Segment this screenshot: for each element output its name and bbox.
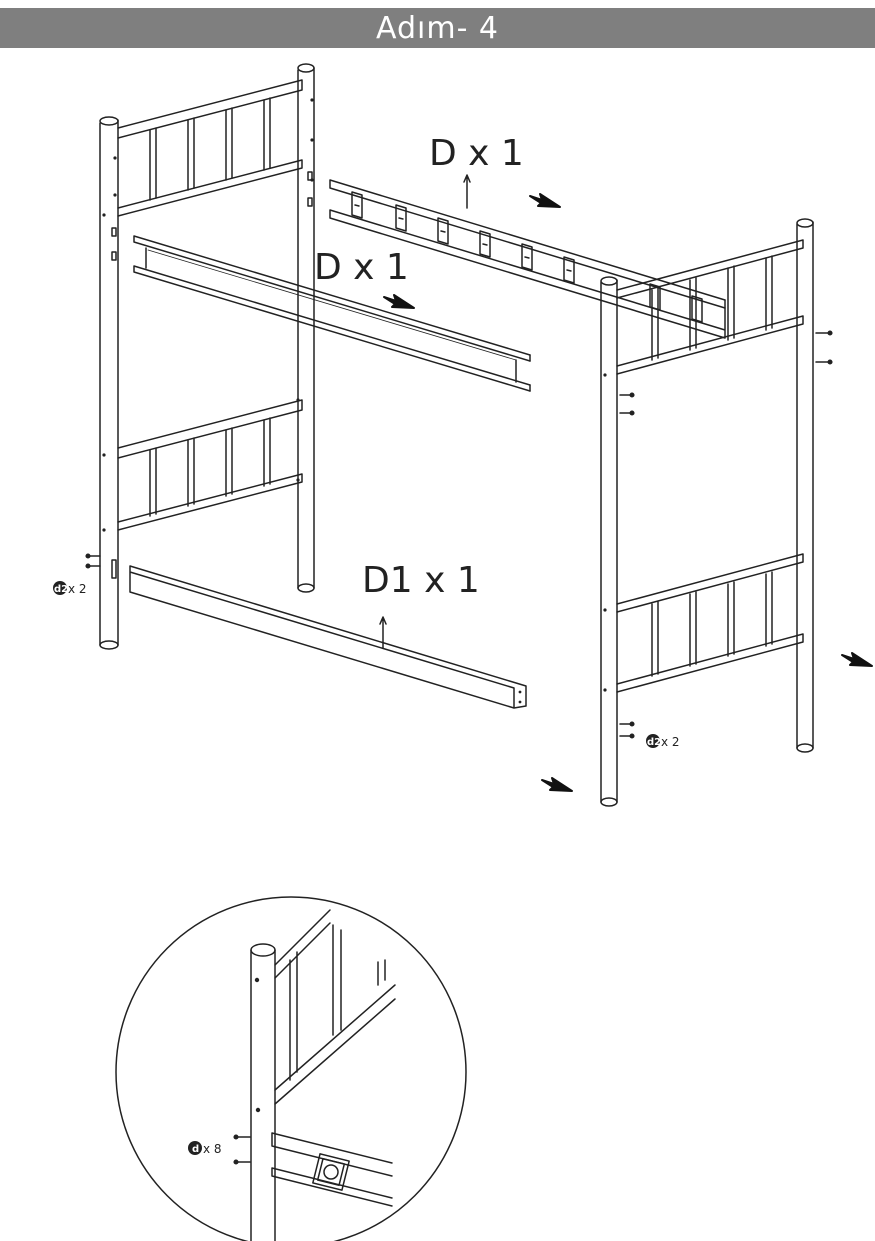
front-rail	[133, 235, 531, 392]
detail-view	[115, 896, 467, 1241]
left-end-frame	[99, 63, 315, 650]
screw-qty-right: x 2	[661, 735, 680, 749]
top-rail-label: D x 1	[429, 133, 524, 174]
screw-badge-detail	[188, 1141, 202, 1155]
arrow-bottom	[541, 777, 573, 792]
top-rail-pointer	[463, 174, 471, 209]
front-rail-label: D x 1	[314, 247, 409, 288]
screw-qty-left: x 2	[68, 582, 87, 596]
step-header: Adım- 4	[0, 8, 875, 48]
bottom-rail-label: D1 x 1	[362, 560, 480, 601]
screw-badge-right	[646, 734, 660, 748]
screw-badge-left-text: d2	[54, 584, 68, 595]
direction-arrows	[383, 193, 873, 792]
screw-qty-detail: x 8	[203, 1142, 222, 1156]
arrow-top-rail	[529, 193, 561, 208]
arrow-right-frame	[841, 652, 873, 667]
step-title: Adım- 4	[375, 10, 500, 46]
screws-left	[53, 553, 101, 595]
bottom-rail-pointer	[379, 616, 387, 649]
arrow-front-rail	[383, 294, 415, 309]
right-end-frame	[600, 218, 814, 807]
screws-right	[619, 721, 660, 748]
screws-right-top	[619, 330, 833, 416]
screw-badge-right-text: d2	[647, 737, 661, 748]
screw-badge-left	[53, 581, 67, 595]
screw-badge-detail-text: d	[192, 1144, 199, 1155]
bottom-rail	[129, 565, 527, 709]
top-back-rail	[329, 179, 726, 339]
